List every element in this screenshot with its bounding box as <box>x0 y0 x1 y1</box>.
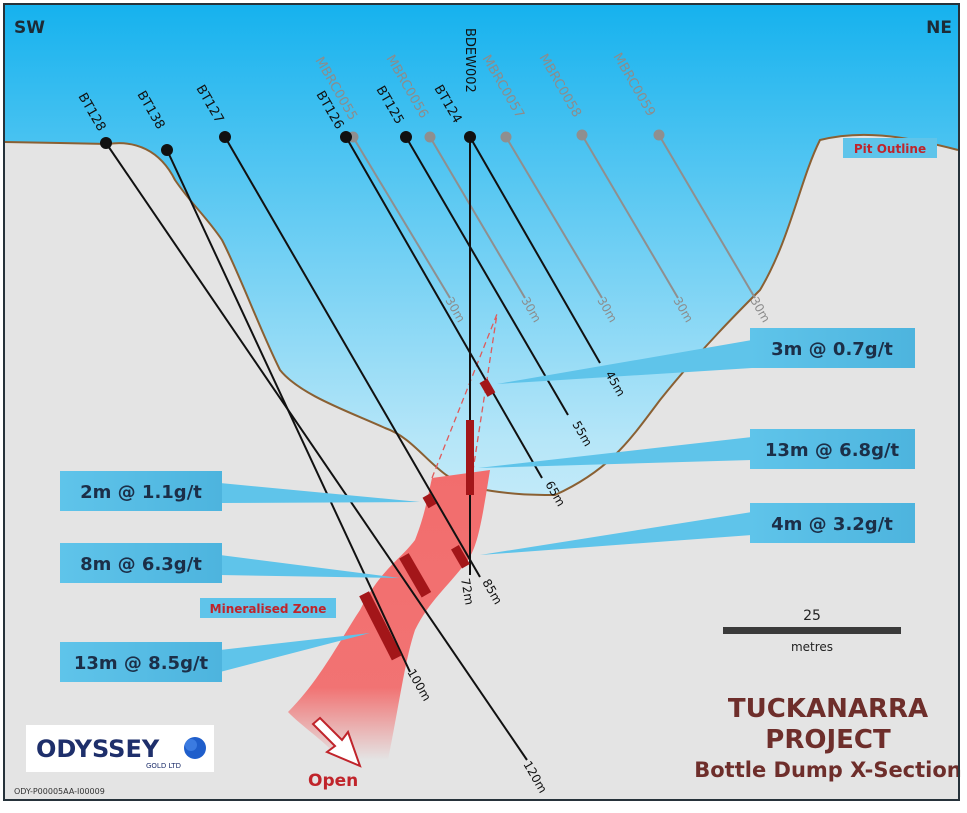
open-label: Open <box>308 771 358 791</box>
logo-sub: GOLD LTD <box>146 762 181 770</box>
callout-3m: 3m @ 0.7g/t <box>750 328 915 368</box>
figure-border <box>3 3 960 801</box>
company-logo: ODYSSEY GOLD LTD <box>26 725 214 772</box>
ground-area <box>5 134 958 799</box>
callout-8m: 8m @ 6.3g/t <box>60 543 222 583</box>
hole-mbrc0059-trace <box>658 134 756 299</box>
hole-mbrc0055-trace <box>352 136 451 299</box>
hole-bt124-trace <box>469 136 601 364</box>
grey-holes <box>347 129 756 299</box>
callout-8m-label: 8m @ 6.3g/t <box>80 554 202 575</box>
direction-ne: NE <box>926 18 952 38</box>
scale-unit: metres <box>791 640 833 654</box>
callout-13m-left: 13m @ 8.5g/t <box>60 642 222 682</box>
open-arrow: Open <box>308 716 362 791</box>
intercept-bar-13m-bt138 <box>359 591 402 661</box>
black-holes <box>100 131 601 761</box>
scale-bar-line <box>723 627 901 634</box>
intercept-bar-13m-bdew <box>466 420 474 495</box>
direction-sw: SW <box>14 18 45 38</box>
callout-13m-left-label: 13m @ 8.5g/t <box>74 653 209 674</box>
hole-mbrc0056-trace <box>429 136 526 299</box>
hole-bt128-collar <box>100 137 112 149</box>
hole-bt125-trace <box>405 136 569 416</box>
hole-bt126-trace <box>345 136 543 479</box>
hole-mbrc0056-collar <box>424 131 436 143</box>
figure-reference: ODY-P00005AA-I00009 <box>14 787 105 796</box>
callout-4m-label: 4m @ 3.2g/t <box>771 514 893 535</box>
scale-value: 25 <box>803 608 821 624</box>
hole-mbrc0059-collar <box>653 129 665 141</box>
callout-13m-right-label: 13m @ 6.8g/t <box>765 440 900 461</box>
hole-bt138-collar <box>161 144 173 156</box>
hole-bt125-collar <box>400 131 412 143</box>
intercept-bar-3m <box>479 378 496 397</box>
logo-name: ODYSSEY <box>36 735 160 763</box>
scale-bar: 25 metres <box>723 608 901 654</box>
pointer-13m-left <box>220 633 370 672</box>
pointer-4m <box>480 512 752 555</box>
hole-bt126-collar <box>340 131 352 143</box>
mineralised-zone <box>288 470 490 760</box>
hole-bt138-trace <box>166 149 411 673</box>
hole-bt124-collar <box>464 131 476 143</box>
callout-3m-label: 3m @ 0.7g/t <box>771 339 893 360</box>
title-line1: TUCKANARRA <box>728 694 928 724</box>
hole-mbrc0058-trace <box>581 134 679 299</box>
zone-dashed-outline <box>431 313 498 491</box>
title-line2: PROJECT <box>765 725 891 755</box>
callout-2m: 2m @ 1.1g/t <box>60 471 222 511</box>
callout-pointers <box>220 340 752 672</box>
pointer-13m-right <box>478 437 752 468</box>
hole-mbrc0057-collar <box>500 131 512 143</box>
pointer-3m <box>497 340 752 384</box>
callout-4m: 4m @ 3.2g/t <box>750 503 915 543</box>
title-line3: Bottle Dump X-Section <box>694 758 962 782</box>
hole-bt127-collar <box>219 131 231 143</box>
hole-mbrc0057-trace <box>505 136 603 299</box>
pointer-8m <box>220 555 400 578</box>
hole-mbrc0058-collar <box>576 129 588 141</box>
intercept-bars <box>359 378 496 661</box>
intercept-bar-4m <box>451 544 470 569</box>
mineralised-zone-label: Mineralised Zone <box>210 602 327 616</box>
hole-bt127-trace <box>224 136 481 578</box>
callout-13m-right: 13m @ 6.8g/t <box>750 429 915 469</box>
hole-label-bdew002: BDEW002 <box>462 28 477 93</box>
callout-2m-label: 2m @ 1.1g/t <box>80 482 202 503</box>
pointer-2m <box>220 483 420 503</box>
pit-outline-label: Pit Outline <box>854 142 926 156</box>
hole-bt128-trace <box>105 142 528 761</box>
intercept-bar-8m <box>399 553 432 598</box>
depth-bdew002: 72m <box>458 577 476 606</box>
intercept-bar-2m <box>422 493 437 509</box>
pit-outline-tag: Pit Outline <box>843 138 937 158</box>
mineralised-zone-tag: Mineralised Zone <box>200 598 336 618</box>
